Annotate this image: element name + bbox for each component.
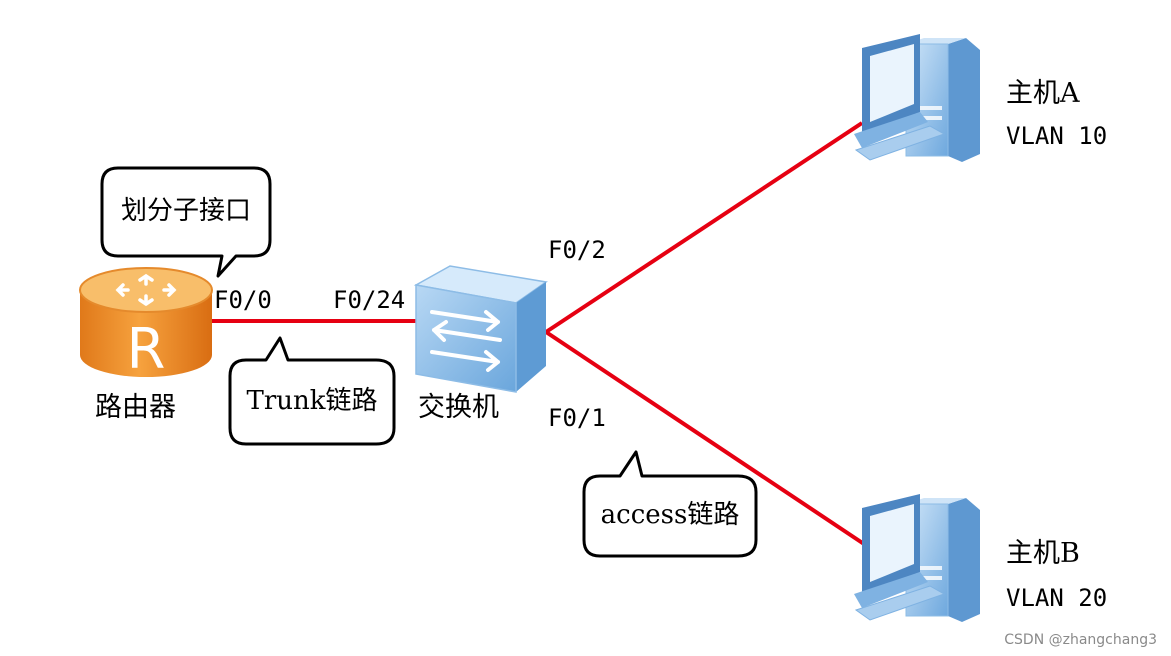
access-link-b xyxy=(544,330,866,546)
host-a-name: 主机A xyxy=(1006,78,1080,109)
router-label: 路由器 xyxy=(95,392,176,423)
watermark: CSDN @zhangchang3 xyxy=(1004,632,1157,648)
callout-subinterface-bubble xyxy=(100,166,272,278)
callout-access-bubble xyxy=(582,450,758,558)
callout-trunk-bubble xyxy=(228,336,396,446)
desktop-computer-icon[interactable] xyxy=(854,494,980,622)
callout-subinterface-text: 划分子接口 xyxy=(120,196,251,226)
port-label-switch-f0-24: F0/24 xyxy=(333,286,406,314)
switch-label: 交换机 xyxy=(418,392,499,423)
host-b-name: 主机B xyxy=(1006,538,1080,569)
callout-access-text: access链路 xyxy=(600,500,740,530)
host-b-vlan: VLAN 20 xyxy=(1006,584,1108,612)
port-label-switch-f0-1: F0/1 xyxy=(548,404,606,432)
desktop-computer-icon[interactable] xyxy=(854,34,980,162)
router-letter: R xyxy=(127,317,166,382)
router-icon[interactable]: R xyxy=(79,267,213,382)
port-label-switch-f0-2: F0/2 xyxy=(548,236,606,264)
access-link-a xyxy=(544,121,864,334)
host-a-vlan: VLAN 10 xyxy=(1006,122,1108,150)
switch-icon[interactable] xyxy=(413,265,548,393)
port-label-router-f0-0: F0/0 xyxy=(214,286,272,314)
links xyxy=(212,121,866,546)
callout-trunk-text: Trunk链路 xyxy=(246,386,378,416)
